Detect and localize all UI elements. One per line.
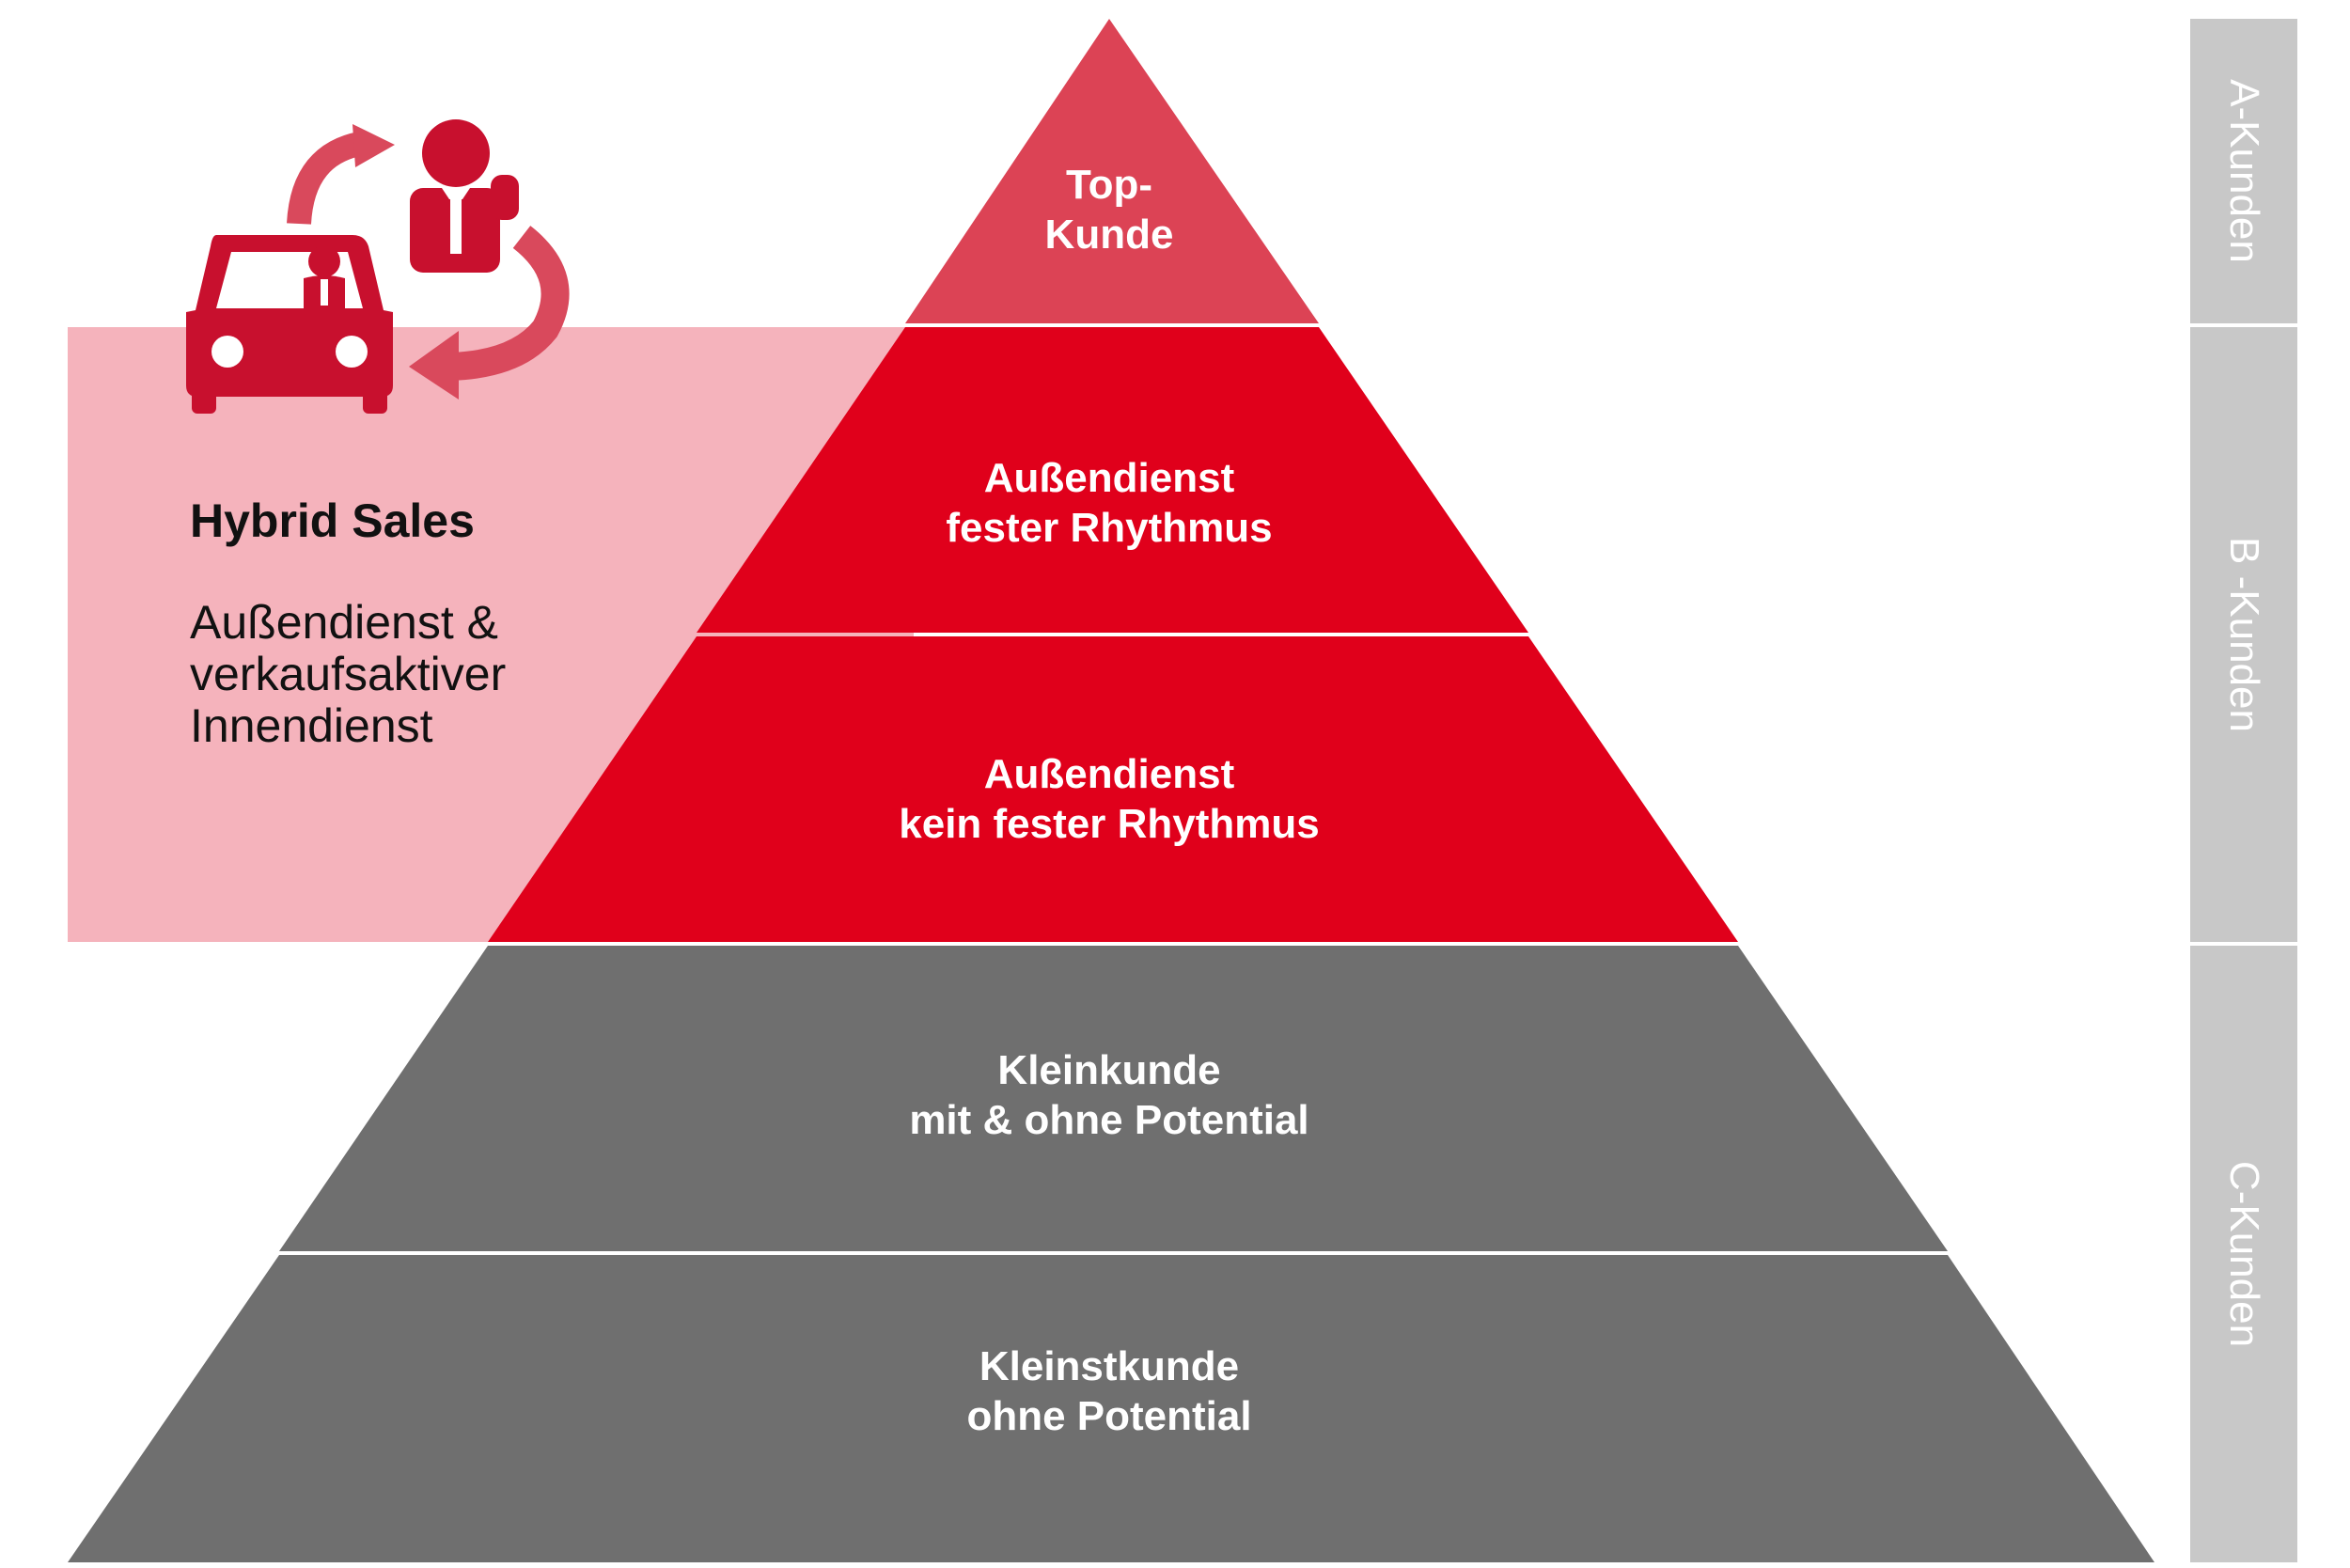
tier-label-kleinstkunde: Kleinstkunde ohne Potential	[966, 1343, 1252, 1439]
customer-class-b: B -Kunden	[2190, 327, 2297, 942]
customer-class-c-label: C-Kunden	[2221, 1160, 2267, 1348]
car-salesperson-cycle-icon	[186, 119, 570, 414]
pyramid-tier-aussendienst-kein-fester-rhythmus	[488, 636, 1738, 942]
customer-class-b-label: B -Kunden	[2221, 537, 2267, 732]
tier-label-aussendienst-fester-rhythmus: Außendienst fester Rhythmus	[946, 455, 1273, 551]
customer-class-a-label: A-Kunden	[2221, 79, 2267, 263]
hybrid-sales-title: Hybrid Sales	[190, 494, 475, 547]
tier-label-aussendienst-kein-fester-rhythmus: Außendienst kein fester Rhythmus	[899, 751, 1320, 847]
hybrid-sales-description: Außendienst & verkaufsaktiver Innendiens…	[190, 596, 507, 752]
pyramid-tier-kleinkunde	[279, 946, 1948, 1251]
pyramid-tier-aussendienst-fester-rhythmus	[697, 327, 1528, 633]
customer-class-a: A-Kunden	[2190, 19, 2297, 323]
customer-class-c: C-Kunden	[2190, 946, 2297, 1562]
tier-label-top-kunde: Top- Kunde	[1044, 162, 1174, 258]
tier-label-kleinkunde: Kleinkunde mit & ohne Potential	[909, 1047, 1309, 1143]
pyramid-tier-top-kunde	[905, 19, 1319, 323]
pyramid-tier-kleinstkunde	[68, 1255, 2154, 1562]
